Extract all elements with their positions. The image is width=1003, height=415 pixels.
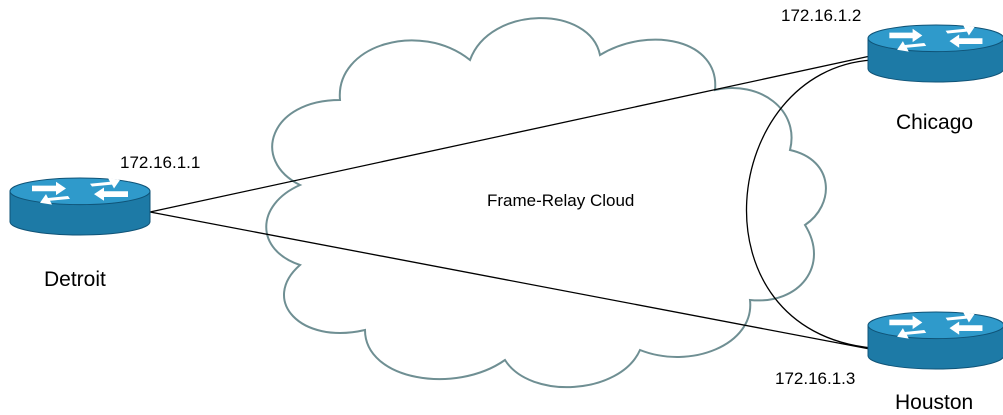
frame-relay-cloud — [265, 17, 827, 389]
link-chicago-houston — [745, 59, 873, 349]
link-detroit-houston — [149, 211, 876, 351]
router-name-chicago: Chicago — [896, 111, 974, 134]
router-icon-chicago[interactable] — [867, 24, 1003, 83]
ip-label-detroit: 172.16.1.1 — [120, 153, 201, 172]
router-name-houston: Houston — [895, 391, 974, 414]
router-icon-houston[interactable] — [867, 311, 1003, 370]
router-name-detroit: Detroit — [44, 268, 106, 291]
router-icon-detroit[interactable] — [9, 177, 151, 236]
ip-label-houston: 172.16.1.3 — [775, 369, 856, 388]
ip-label-chicago: 172.16.1.2 — [781, 6, 862, 25]
link-detroit-chicago — [149, 54, 876, 213]
cloud-label: Frame-Relay Cloud — [487, 191, 635, 210]
